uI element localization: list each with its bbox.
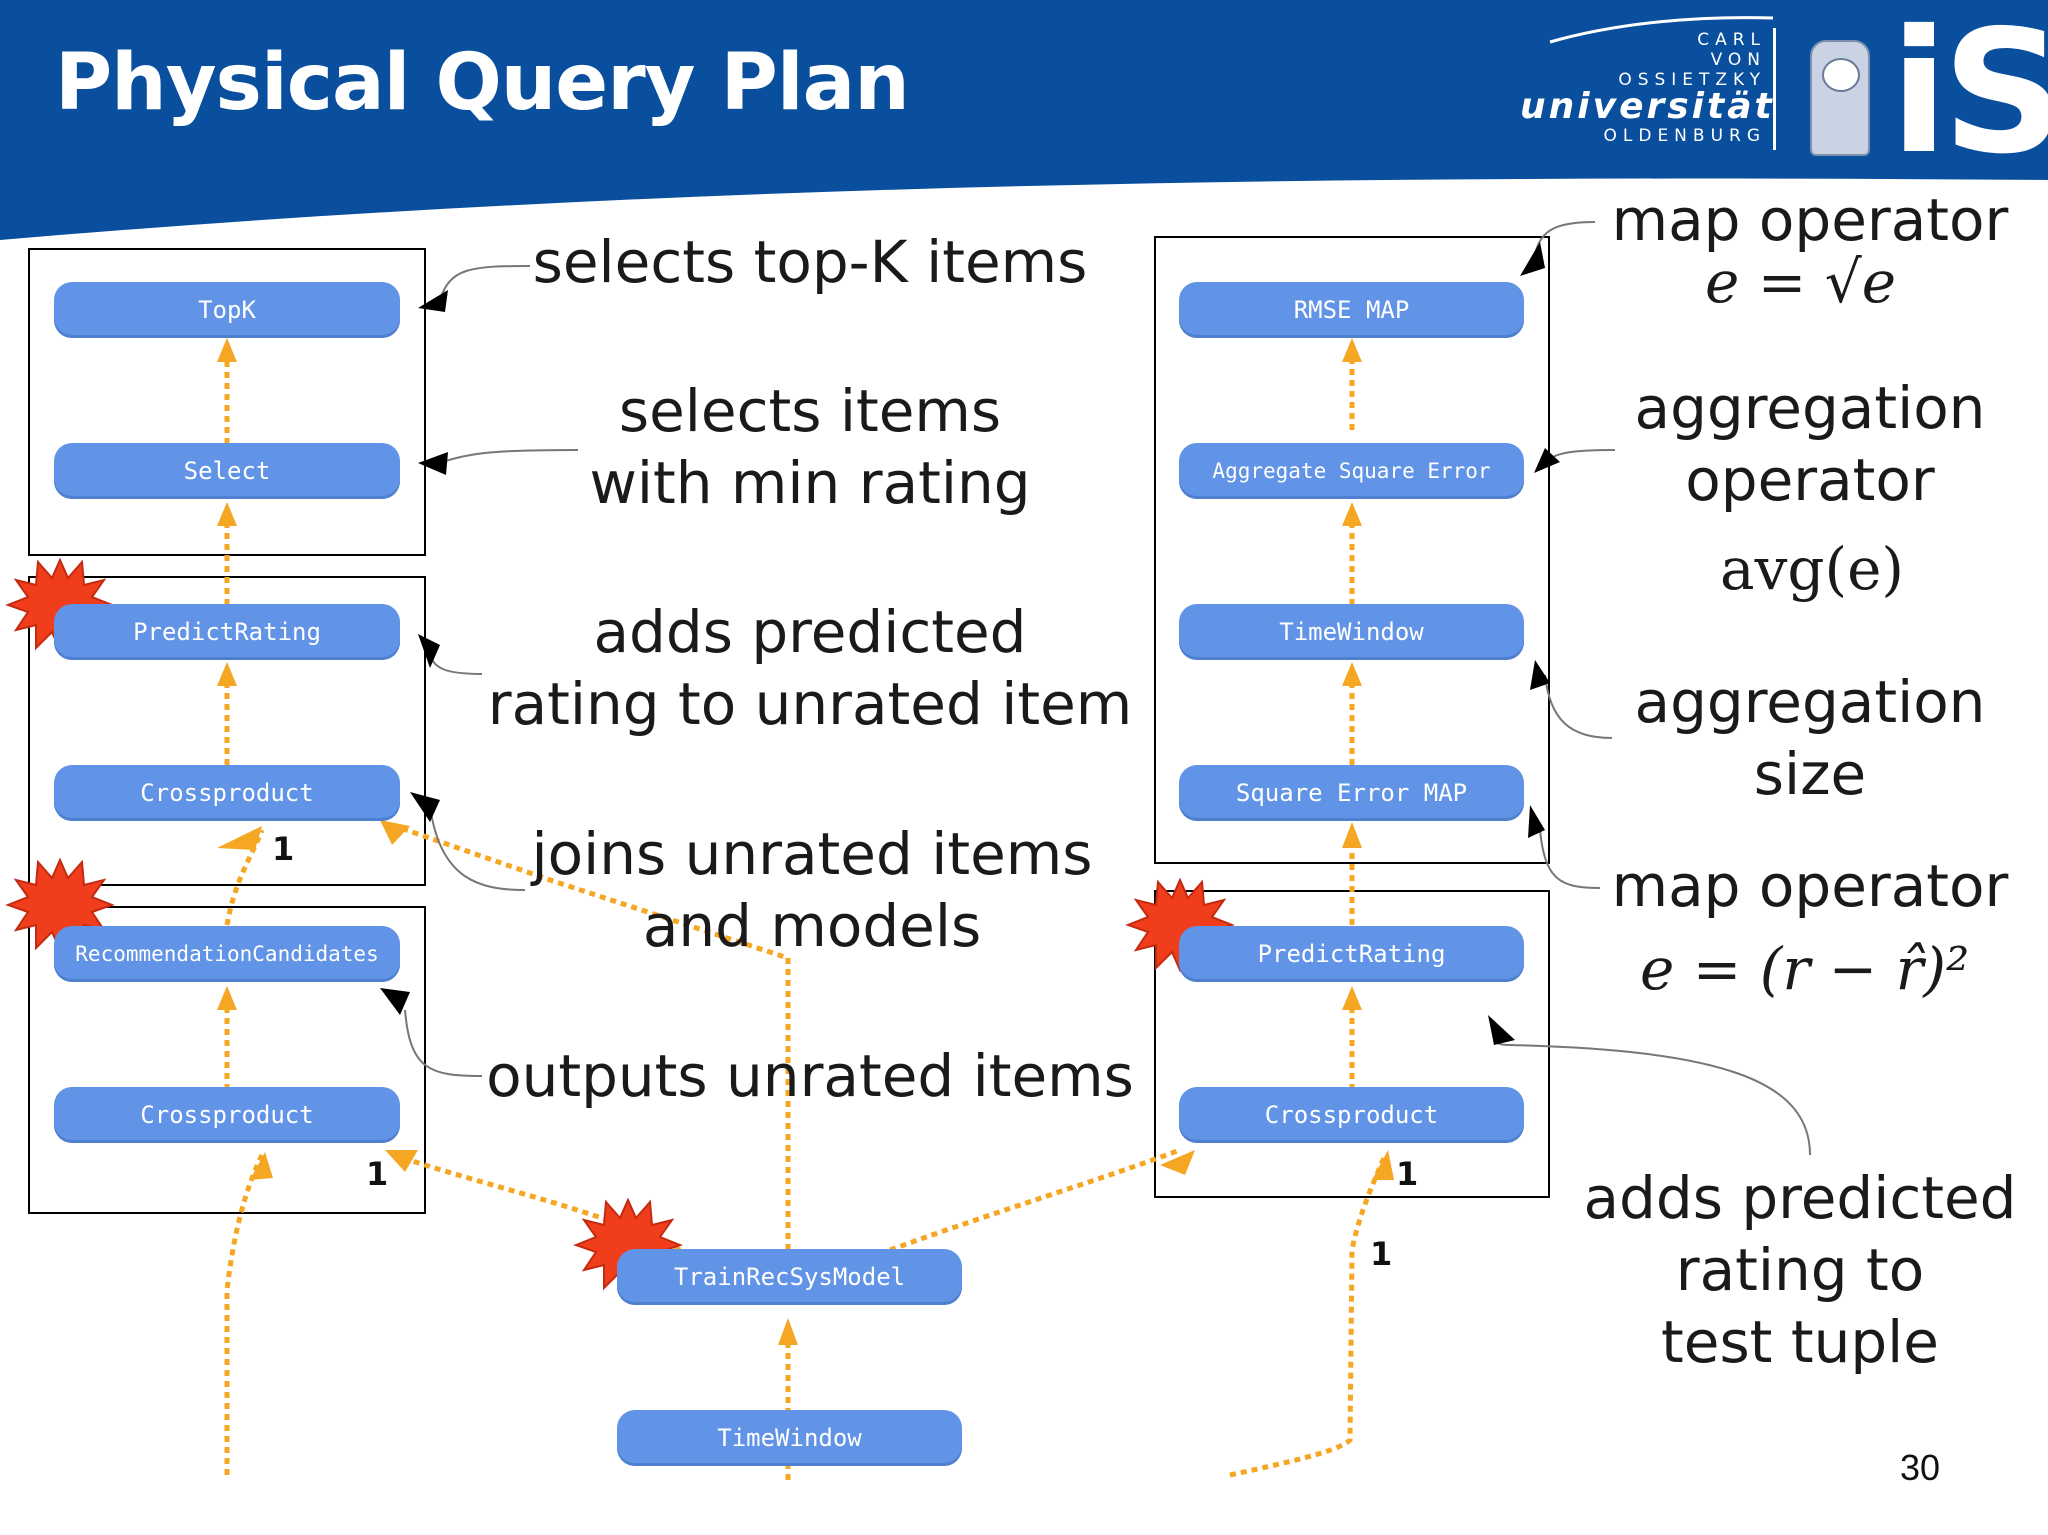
slide-title: Physical Query Plan [55,38,910,128]
formula-square-error: e = (r − r̂)² [1640,935,1970,1003]
logo-mascot-icon [1810,40,1870,156]
pointer-join [429,805,526,891]
pointer-map-sqerr [1539,829,1601,889]
flow-arrowheads [217,338,1394,1345]
formula-avg: avg(e) [1720,535,1905,603]
op-topk[interactable]: TopK [54,282,400,338]
annotation-aggregation-size: aggregation size [1634,668,1986,808]
pointer-predict-test [1494,1029,1811,1156]
annotation-select: selects items with min rating [589,377,1031,517]
op-square-error-map[interactable]: Square Error MAP [1179,765,1524,821]
pointer-topk [439,265,531,301]
logo-divider [1773,28,1776,150]
annotation-map-rmse: map operator [1611,186,2009,254]
flow-input-to-right-cross [1229,1154,1388,1478]
annotation-map-sqerr: map operator [1611,852,2009,920]
annotation-predict-test: adds predicted rating to test tuple [1583,1164,2017,1376]
logo-line-carl: CARL [1697,30,1766,50]
black-pointer-heads [380,242,1560,1045]
logo-is-mark: iS [1890,0,2048,192]
box-right-top [1154,236,1550,864]
annotation-aggregation-operator: aggregation operator [1634,374,1986,514]
op-predict-rating-left[interactable]: PredictRating [54,604,400,660]
cardinality-label: 1 [1396,1155,1419,1193]
op-crossproduct-right[interactable]: Crossproduct [1179,1087,1524,1143]
page-number: 30 [1900,1447,1941,1488]
annotation-join: joins unrated items and models [531,820,1093,960]
op-timewindow-right[interactable]: TimeWindow [1179,604,1524,660]
op-crossproduct-left-top[interactable]: Crossproduct [54,765,400,821]
pointer-outputs [404,1009,483,1077]
box-left-bottom [28,906,426,1214]
op-select[interactable]: Select [54,443,400,499]
pointer-map-rmse [1534,221,1596,256]
header-banner [0,0,2048,240]
annotation-outputs: outputs unrated items [486,1042,1134,1110]
formula-rmse: e = √e [1705,248,1897,316]
logo-line-ossietzky: OSSIETZKY [1618,70,1766,90]
annotation-predict: adds predicted rating to unrated item [487,598,1133,738]
op-timewindow-center[interactable]: TimeWindow [617,1410,962,1466]
op-recommendation-candidates[interactable]: RecommendationCandidates [54,926,400,982]
pointer-aggregation-size [1544,674,1613,739]
logo-university: universität [1520,86,1775,127]
pointer-select [439,449,579,464]
dataflow-arrows [224,345,1388,1480]
annotation-topk: selects top-K items [532,228,1088,296]
cardinality-label: 1 [366,1155,389,1193]
op-aggregate-square-error[interactable]: Aggregate Square Error [1179,443,1524,499]
op-predict-rating-right[interactable]: PredictRating [1179,926,1524,982]
flow-train-to-left-cross-top [394,823,791,1250]
cardinality-label: 1 [272,830,295,868]
cardinality-label: 1 [1370,1235,1393,1273]
flow-train-to-right-cross [889,1147,1181,1253]
flow-input-to-left-cross [224,1153,265,1475]
op-crossproduct-left-bottom[interactable]: Crossproduct [54,1087,400,1143]
logo-line-von: VON [1710,50,1766,70]
logo-line-oldenburg: OLDENBURG [1603,126,1766,146]
op-rmse-map[interactable]: RMSE MAP [1179,282,1524,338]
op-train-recsys-model[interactable]: TrainRecSysModel [617,1249,962,1305]
